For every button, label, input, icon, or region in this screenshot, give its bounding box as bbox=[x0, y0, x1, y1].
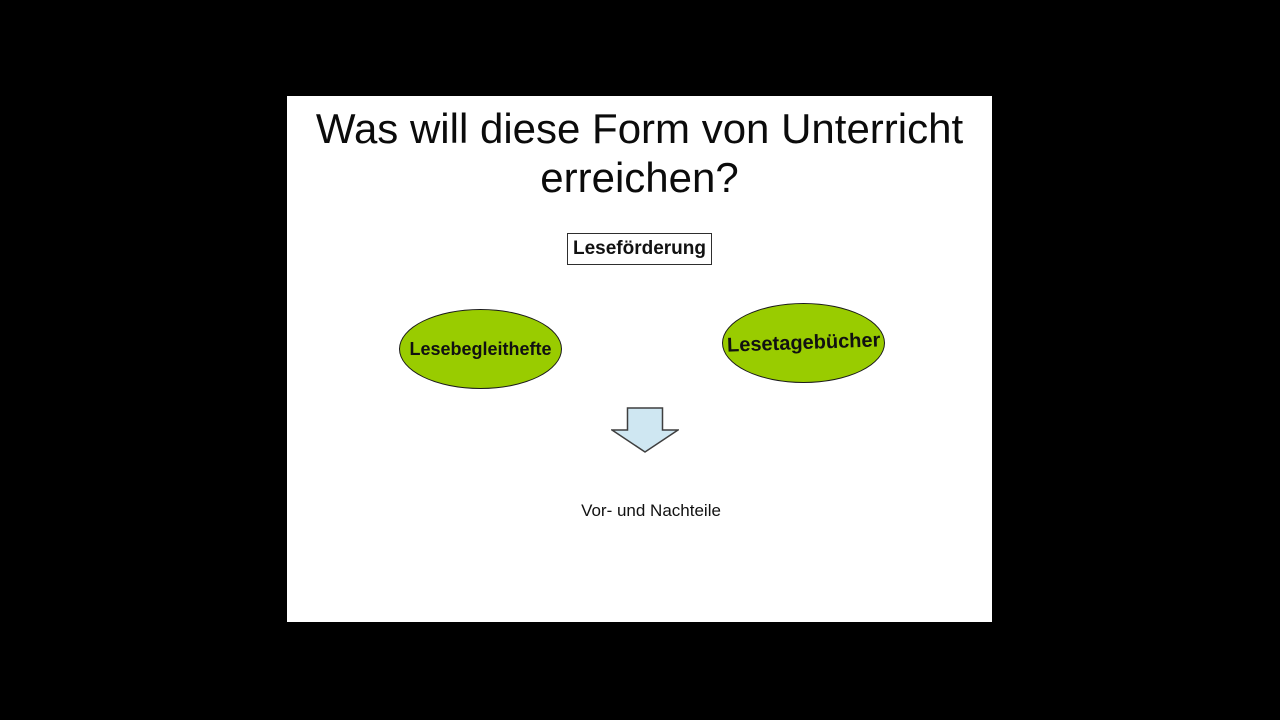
down-arrow-icon bbox=[611, 407, 679, 453]
slide-title: Was will diese Form von Unterricht errei… bbox=[315, 105, 964, 201]
ellipse-lesetagebuecher: Lesetagebücher bbox=[722, 303, 885, 383]
ellipse-lesetagebuecher-label: Lesetagebücher bbox=[726, 328, 881, 357]
lesefoerderung-label: Leseförderung bbox=[572, 238, 707, 259]
ellipse-lesebegleithefte: Lesebegleithefte bbox=[399, 309, 562, 389]
bottom-label: Vor- und Nachteile bbox=[581, 501, 721, 520]
ellipse-lesebegleithefte-label: Lesebegleithefte bbox=[409, 338, 552, 359]
lesefoerderung-box: Leseförderung bbox=[567, 233, 712, 265]
presentation-slide: Was will diese Form von Unterricht errei… bbox=[287, 96, 992, 622]
down-arrow-shape bbox=[611, 407, 679, 453]
